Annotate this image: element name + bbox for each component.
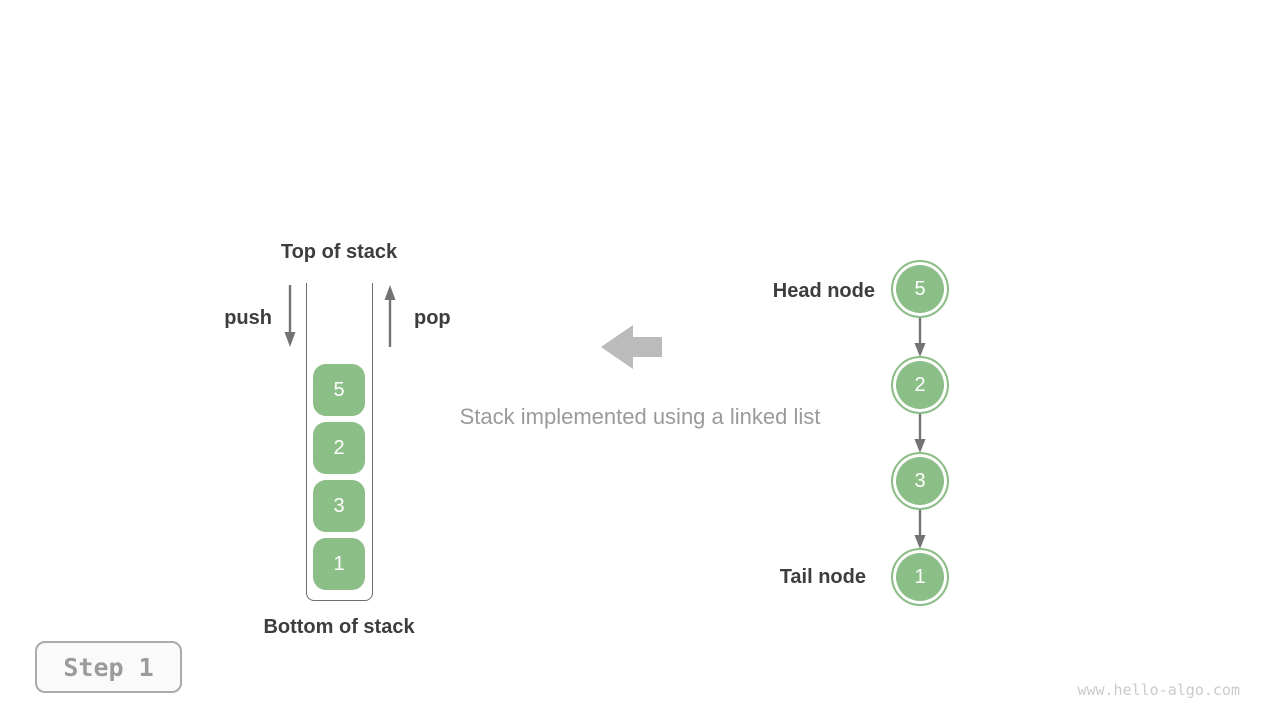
linked-list-node: 3 bbox=[891, 452, 949, 510]
pop-up-arrow-icon bbox=[384, 285, 396, 347]
link-arrow-icon bbox=[914, 318, 926, 357]
linked-list-node: 1 bbox=[891, 548, 949, 606]
linked-list-node-value: 1 bbox=[914, 565, 926, 588]
watermark-text: www.hello-algo.com bbox=[1077, 681, 1240, 699]
stack-element: 2 bbox=[313, 422, 365, 474]
link-arrow-icon bbox=[914, 414, 926, 453]
stack-element-value: 2 bbox=[333, 436, 345, 459]
stack-element: 5 bbox=[313, 364, 365, 416]
step-badge-label: Step 1 bbox=[63, 652, 154, 682]
stack-element-value: 1 bbox=[333, 552, 345, 575]
linked-list-node-value: 5 bbox=[914, 277, 926, 300]
stack-top-label: Top of stack bbox=[280, 241, 398, 263]
left-block-arrow-icon bbox=[601, 325, 662, 369]
stack-element: 3 bbox=[313, 480, 365, 532]
diagram-caption: Stack implemented using a linked list bbox=[459, 404, 821, 429]
linked-list-node-value: 2 bbox=[914, 373, 926, 396]
pop-label: pop bbox=[414, 307, 451, 329]
linked-list-node-value: 3 bbox=[914, 469, 926, 492]
step-badge: Step 1 bbox=[35, 641, 182, 693]
stack-element: 1 bbox=[313, 538, 365, 590]
tail-node-label: Tail node bbox=[779, 566, 866, 588]
linked-list-node: 5 bbox=[891, 260, 949, 318]
push-label: push bbox=[224, 307, 272, 329]
linked-list-node: 2 bbox=[891, 356, 949, 414]
stack-element-value: 5 bbox=[333, 378, 345, 401]
stack-element-value: 3 bbox=[333, 494, 345, 517]
link-arrow-icon bbox=[914, 510, 926, 549]
head-node-label: Head node bbox=[772, 280, 875, 302]
stack-bottom-label: Bottom of stack bbox=[263, 616, 415, 638]
push-down-arrow-icon bbox=[284, 285, 296, 347]
